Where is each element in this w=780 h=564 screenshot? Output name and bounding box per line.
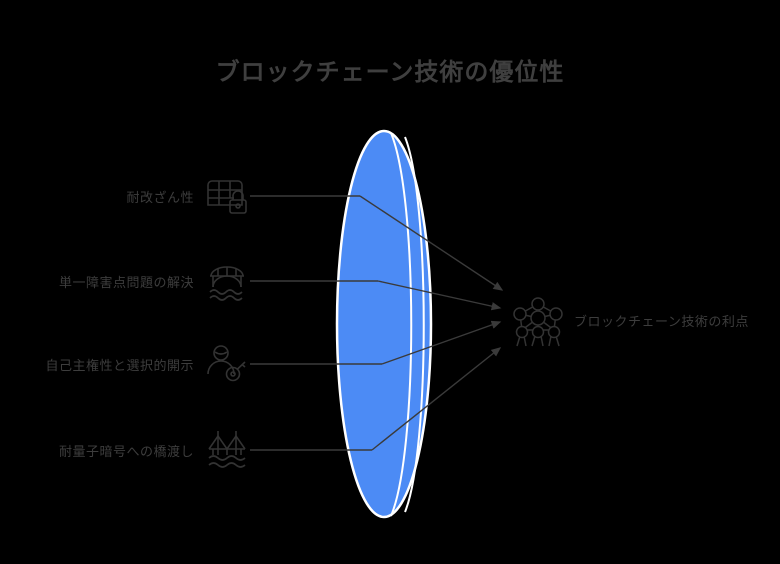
result-node[interactable]: ブロックチェーン技術の利点 [510, 292, 749, 348]
feature-item-2[interactable]: 単一障害点問題の解決 [0, 258, 250, 304]
feature-item-4[interactable]: 耐量子暗号への橋渡し [0, 427, 250, 473]
feature-label-2: 単一障害点問題の解決 [58, 274, 194, 290]
feature-item-3[interactable]: 自己主権性と選択的開示 [0, 341, 250, 387]
feature-label-4: 耐量子暗号への橋渡し [58, 443, 194, 459]
arch-bridge-icon [209, 266, 244, 301]
table-lock-icon [207, 180, 247, 214]
feature-label-3: 自己主権性と選択的開示 [45, 357, 194, 373]
feature-label-1: 耐改ざん性 [126, 189, 194, 205]
network-nodes-icon [513, 297, 563, 347]
person-key-icon [207, 345, 246, 382]
page-title: ブロックチェーン技術の優位性 [215, 59, 565, 86]
result-label: ブロックチェーン技術の利点 [574, 313, 749, 329]
feature-item-1[interactable]: 耐改ざん性 [0, 173, 250, 219]
suspension-bridge-icon [208, 431, 246, 468]
